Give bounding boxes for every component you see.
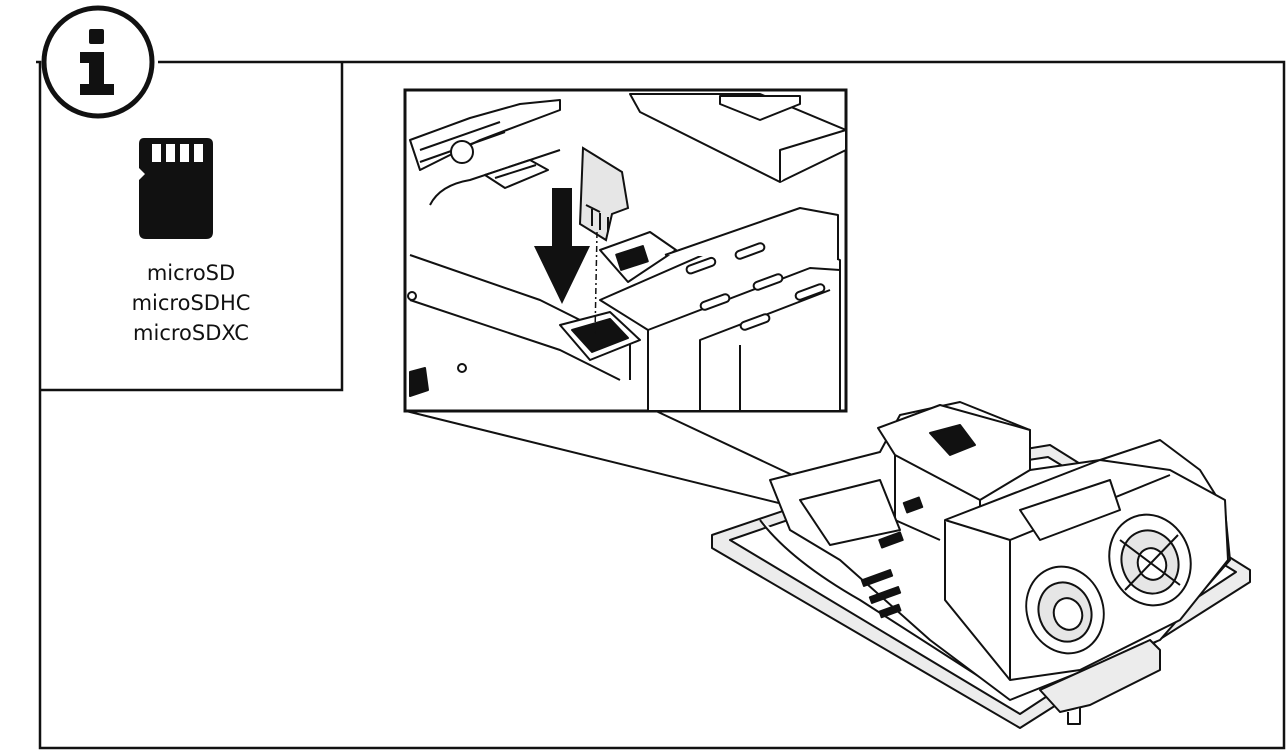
camera-device [711,401,1251,729]
lens-left [1025,565,1105,655]
format-microsdxc: microSDXC [133,321,249,345]
outer-frame [36,60,1286,750]
sd-info-panel [40,62,344,392]
lens-right [1108,513,1192,607]
format-microsd: microSD [146,261,236,285]
insert-arrow-icon [534,188,590,304]
info-icon [80,29,114,95]
microsd-card-insert [578,146,630,242]
sd-format-list: microSD microSDHC microSDXC [40,258,342,348]
microsd-card-icon [139,138,213,239]
zoom-detail [403,88,848,413]
format-microsdhc: microSDHC [131,291,251,315]
info-badge [41,5,155,119]
